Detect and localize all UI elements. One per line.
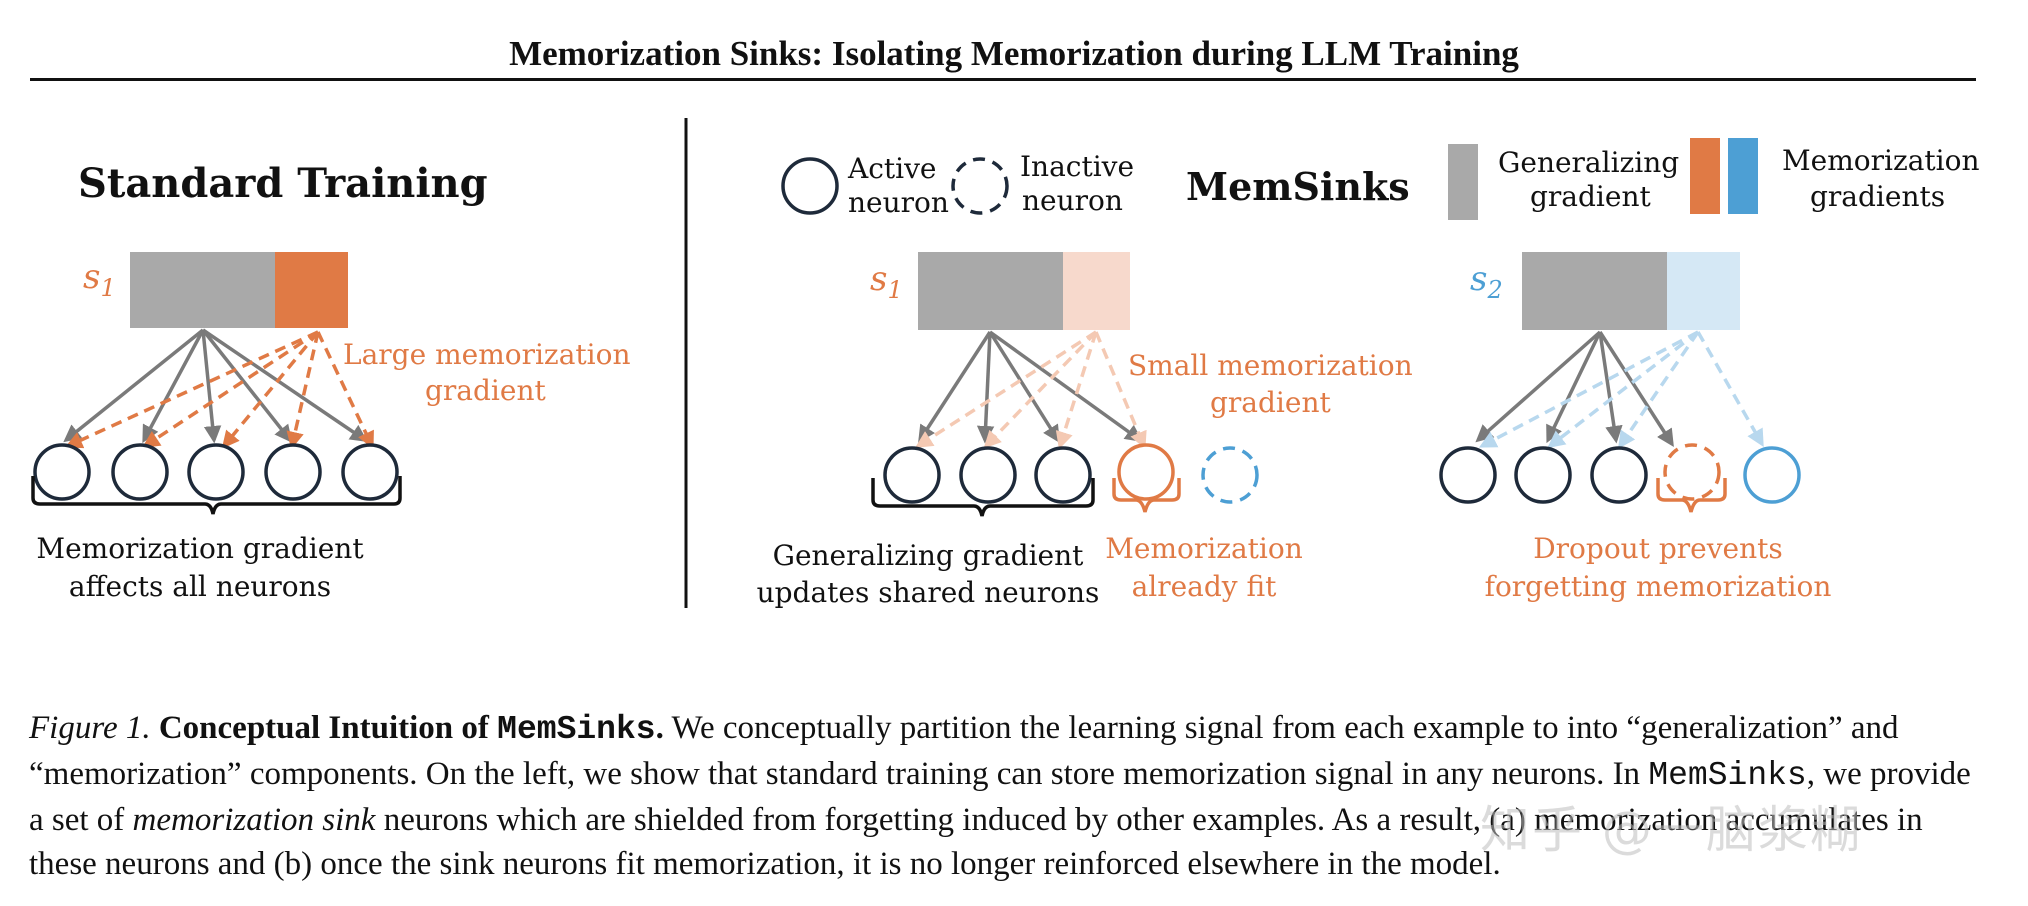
shared-neuron-brace (871, 478, 1095, 517)
caption-text-1: We conceptually partition the learning s… (29, 710, 1899, 792)
legend-memorization-1: Memorization (1782, 144, 1980, 177)
legend-active-1: Active (847, 152, 937, 185)
caption-code-memsinks: MemSinks (1648, 757, 1807, 794)
memorization-block (275, 252, 348, 328)
dropped-sink-neuron (1663, 443, 1721, 501)
memsinks-s2-panel: s2 Dropout prevents forgetting memorizat… (1439, 252, 1832, 603)
right-shared-neurons (1439, 446, 1648, 504)
legend: Active neuron Inactive neuron MemSinks G… (781, 138, 1980, 220)
seq-label-s1-mid: s1 (870, 259, 903, 304)
standard-training-title: Standard Training (78, 160, 488, 207)
legend-inactive-2: neuron (1022, 184, 1123, 217)
memorization-swatch-orange (1690, 138, 1720, 214)
shared-caption-line1: Generalizing gradient (773, 539, 1085, 572)
shared-neurons (883, 446, 1092, 504)
figure-caption: Figure 1. Conceptual Intuition of MemSin… (29, 706, 1989, 886)
memorization-sink-neuron (1117, 443, 1175, 501)
sink-neuron-brace (1112, 478, 1181, 513)
caption-text-3: neurons which are shielded from forgetti… (29, 802, 1923, 882)
standard-caption-line2: affects all neurons (69, 570, 331, 603)
legend-generalizing-1: Generalizing (1498, 146, 1679, 179)
inactive-neuron-icon (951, 157, 1009, 215)
caption-text-2: , we provide a set of (29, 756, 1971, 838)
memsinks-s1-panel: s1 Small memorization gradient Generaliz… (757, 252, 1413, 609)
memorization-arrows (64, 330, 374, 450)
standard-caption-line1: Memorization gradient (36, 532, 364, 565)
figure-label: Figure 1. (29, 710, 151, 746)
dropout-caption-line2: forgetting memorization (1485, 570, 1832, 603)
generalizing-arrows (63, 328, 368, 444)
generalizing-arrows (1475, 330, 1674, 447)
page-title: Memorization Sinks: Isolating Memorizati… (509, 34, 1519, 73)
large-memorization-label: Large memorization (343, 338, 630, 371)
neuron (187, 443, 245, 501)
memorization-block-faded (1063, 252, 1130, 330)
generalizing-block (1522, 252, 1667, 330)
neuron (959, 446, 1017, 504)
dropout-caption-line1: Dropout prevents (1533, 532, 1783, 565)
shared-caption-line2: updates shared neurons (757, 576, 1100, 609)
legend-generalizing-2: gradient (1530, 180, 1651, 213)
neuron (1034, 446, 1092, 504)
large-memorization-label-2: gradient (425, 374, 546, 407)
neuron (1514, 446, 1572, 504)
caption-bold-lead: Conceptual Intuition of MemSinks. (158, 710, 664, 748)
generalizing-gradient-swatch (1448, 144, 1478, 220)
neuron (1439, 446, 1497, 504)
watermark: 知乎 @一脑浆糊 (1480, 801, 1862, 859)
title-rule (30, 78, 1976, 81)
neuron (33, 443, 91, 501)
small-memorization-label: Small memorization (1128, 349, 1413, 382)
memorization-block-faded (1667, 252, 1740, 330)
small-memorization-arrows (915, 330, 1147, 450)
memorization-swatch-blue (1728, 138, 1758, 214)
seq-label-s1-left: s1 (83, 257, 116, 302)
inactive-sink-neuron (1201, 446, 1259, 504)
small-memorization-label-2: gradient (1210, 386, 1331, 419)
neuron (341, 443, 399, 501)
active-sink-neuron (1743, 446, 1801, 504)
caption-italic-sink: memorization sink (132, 802, 376, 838)
sink-caption-line2: already fit (1132, 570, 1278, 603)
dropout-brace (1656, 478, 1727, 513)
neuron (111, 443, 169, 501)
sink-caption-line1: Memorization (1105, 532, 1303, 565)
generalizing-block (918, 252, 1063, 330)
neuron (264, 443, 322, 501)
memsinks-title: MemSinks (1186, 164, 1410, 209)
generalizing-block (130, 252, 275, 328)
generalizing-arrows (918, 330, 1143, 444)
figure-diagram: Standard Training s1 Large memorization … (31, 118, 1980, 609)
blue-memorization-arrows (1478, 330, 1764, 449)
neuron-brace (31, 476, 402, 515)
active-neuron-icon (781, 157, 839, 215)
neuron (1590, 446, 1648, 504)
standard-neurons (33, 443, 399, 501)
legend-active-2: neuron (848, 186, 949, 219)
seq-label-s2: s2 (1470, 259, 1503, 304)
legend-inactive-1: Inactive (1020, 150, 1134, 183)
neuron (883, 446, 941, 504)
legend-memorization-2: gradients (1810, 180, 1945, 213)
standard-training-panel: Standard Training s1 Large memorization … (31, 160, 630, 603)
